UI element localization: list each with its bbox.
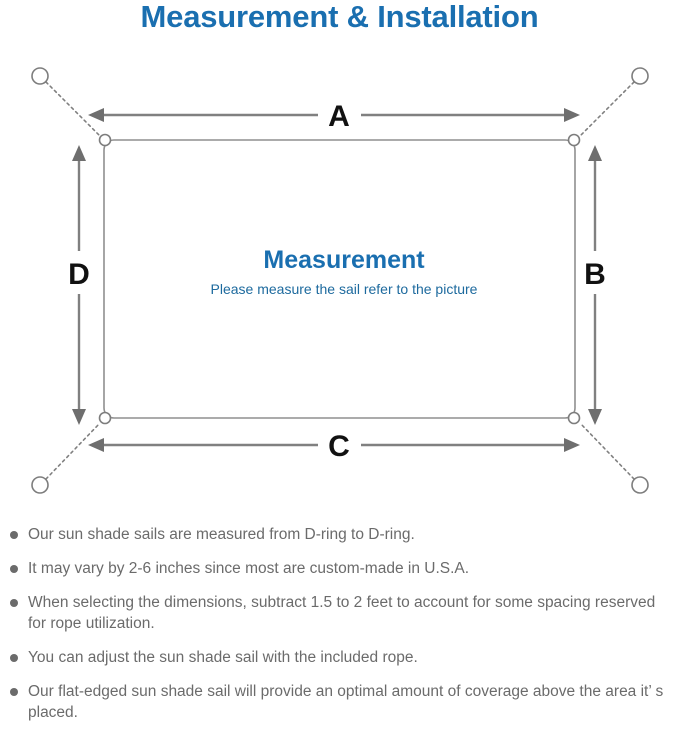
d-ring-top-right (567, 133, 581, 147)
bullet-icon (10, 531, 18, 539)
dimension-label-d: D (68, 258, 90, 291)
dimension-arrow-b (588, 145, 602, 425)
bullet-icon (10, 565, 18, 573)
list-item-text: It may vary by 2-6 inches since most are… (28, 560, 470, 577)
anchor-point-top-left (31, 67, 49, 85)
notes-list: Our sun shade sails are measured from D-… (0, 524, 679, 736)
bullet-icon (10, 599, 18, 607)
rope-line-top-right (579, 81, 635, 137)
list-item: Our flat-edged sun shade sail will provi… (0, 681, 679, 723)
anchor-point-bottom-right (631, 476, 649, 494)
diagram-center-heading: Measurement (263, 246, 425, 274)
anchor-point-bottom-left (31, 476, 49, 494)
dimension-label-c: C (328, 430, 350, 463)
rope-line-top-left (45, 81, 101, 137)
d-ring-bottom-left (98, 411, 112, 425)
sail-shape (103, 139, 576, 419)
list-item-text: When selecting the dimensions, subtract … (28, 594, 656, 632)
list-item: It may vary by 2-6 inches since most are… (0, 558, 679, 579)
diagram-center-subheading: Please measure the sail refer to the pic… (211, 281, 478, 297)
bullet-icon (10, 654, 18, 662)
d-ring-bottom-right (567, 411, 581, 425)
rope-line-bottom-left (45, 422, 101, 480)
list-item-text: Our flat-edged sun shade sail will provi… (28, 683, 664, 721)
dimension-label-b: B (584, 258, 606, 291)
sun-shade-sail-measurement-diagram: A C D B Measurement Please measure the s… (31, 67, 649, 494)
anchor-point-top-right (631, 67, 649, 85)
list-item-text: You can adjust the sun shade sail with t… (28, 649, 418, 666)
list-item: Our sun shade sails are measured from D-… (0, 524, 679, 545)
list-item-text: Our sun shade sails are measured from D-… (28, 526, 415, 543)
d-ring-top-left (98, 133, 112, 147)
list-item: When selecting the dimensions, subtract … (0, 592, 679, 634)
rope-line-bottom-right (579, 422, 635, 480)
dimension-label-a: A (328, 100, 350, 133)
dimension-arrow-d (72, 145, 86, 425)
dimension-arrow-a (88, 108, 580, 122)
page-title: Measurement & Installation (140, 0, 539, 34)
list-item: You can adjust the sun shade sail with t… (0, 647, 679, 668)
dimension-arrow-c (88, 438, 580, 452)
bullet-icon (10, 688, 18, 696)
